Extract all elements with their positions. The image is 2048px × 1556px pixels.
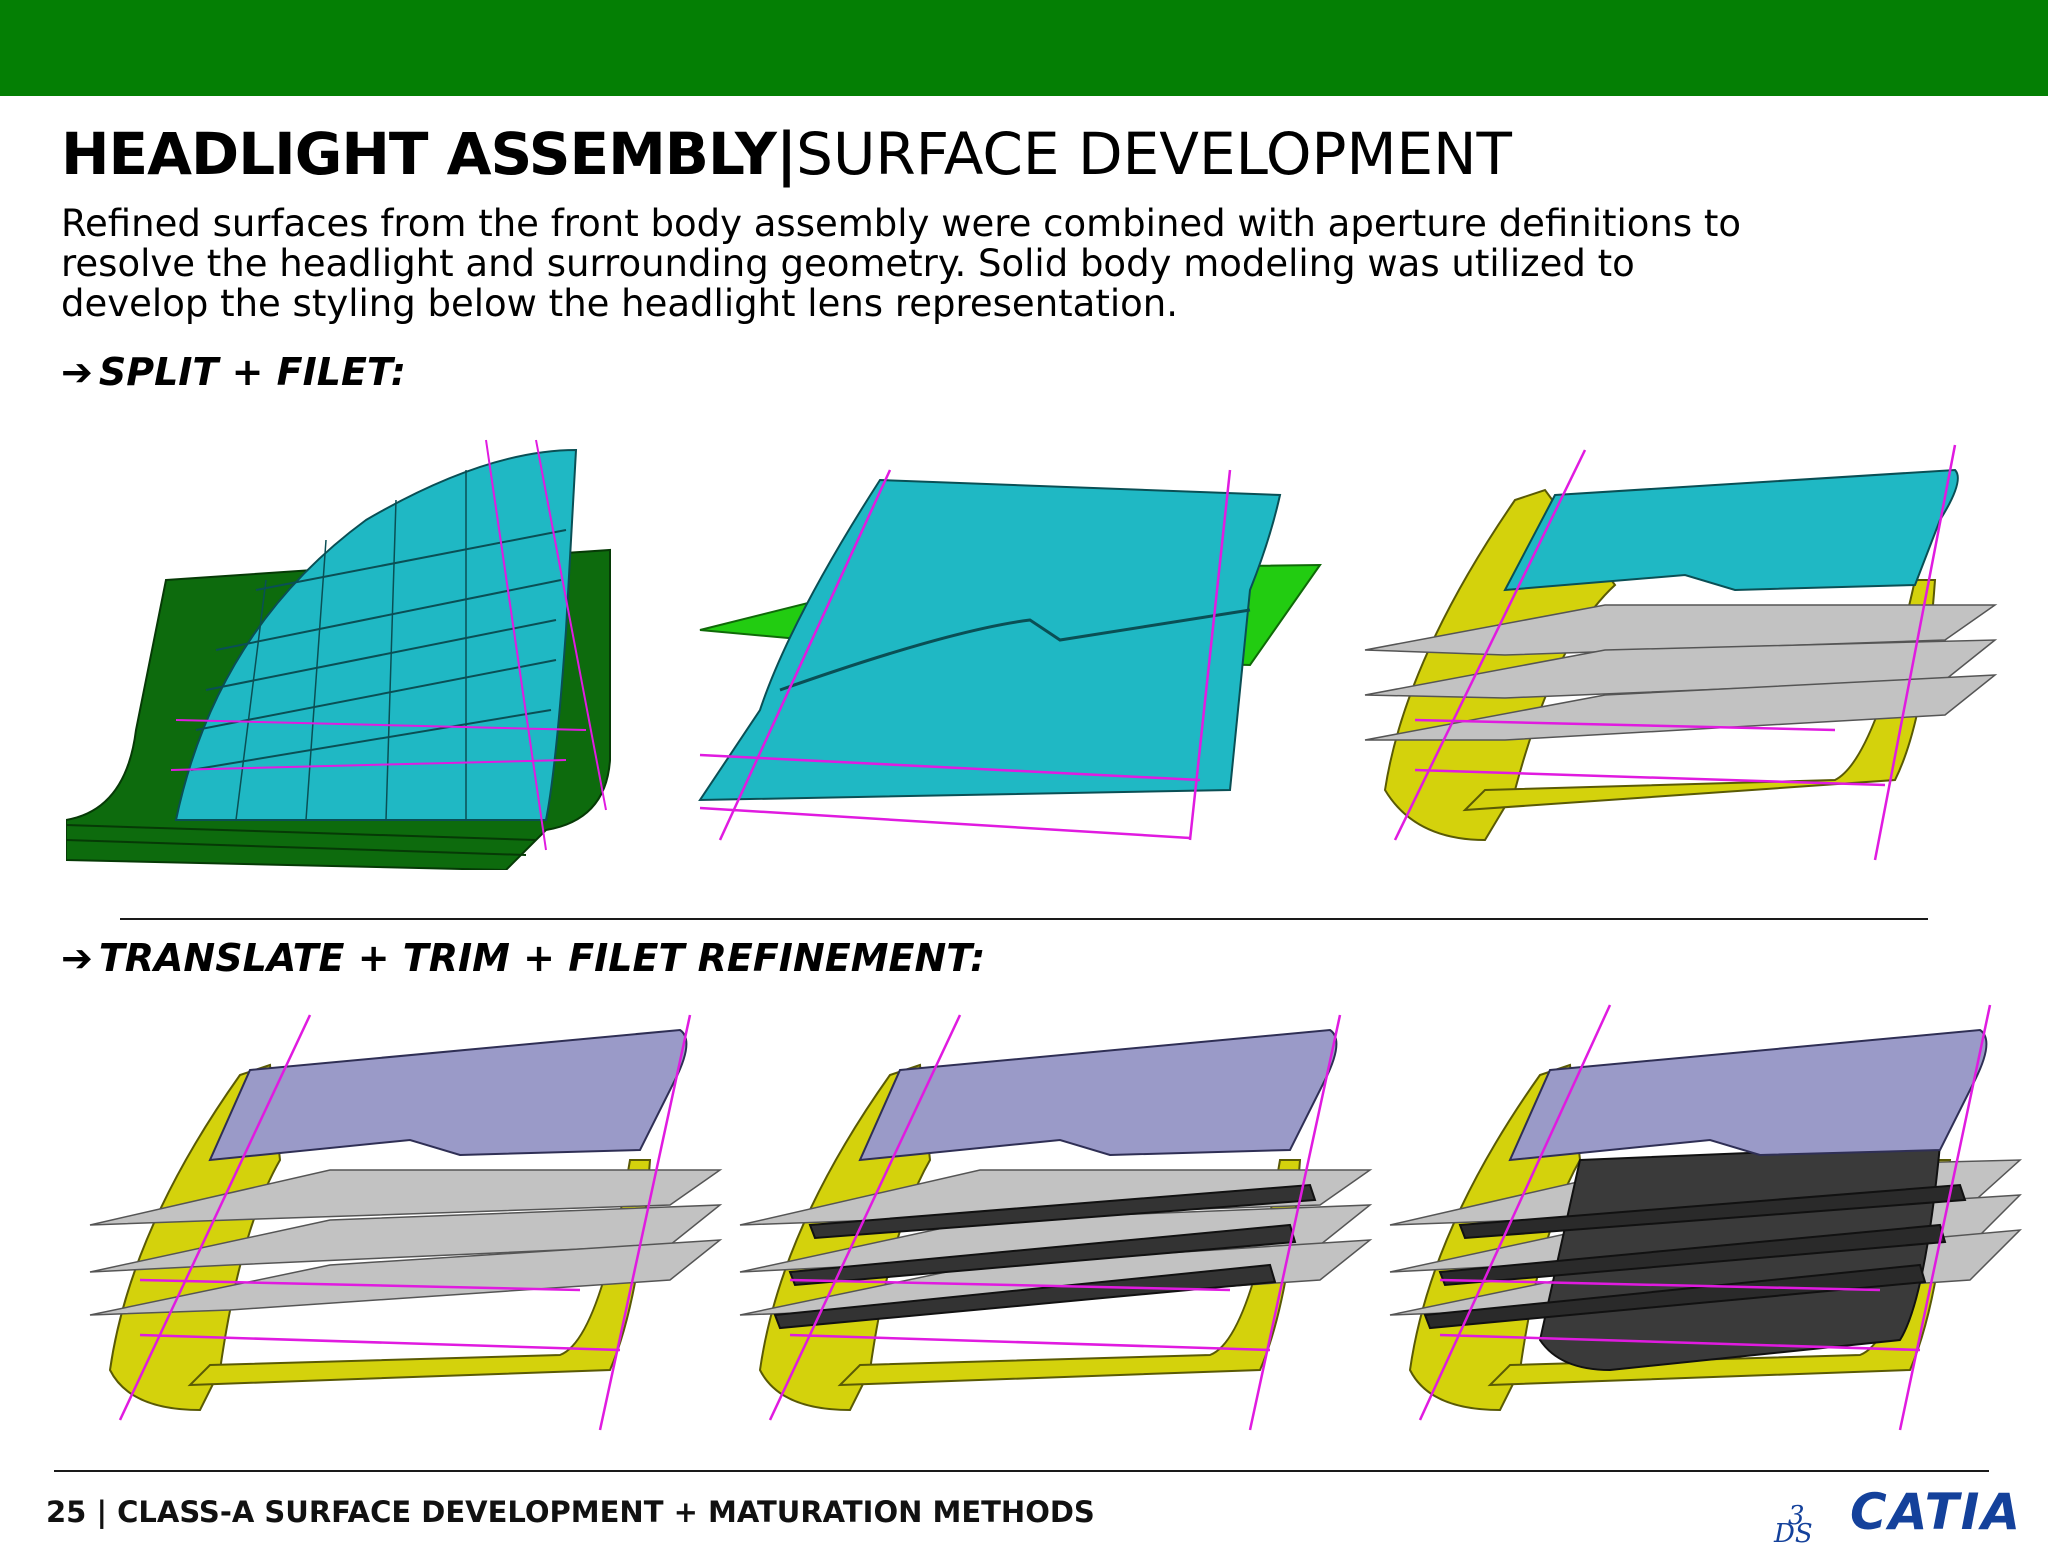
figure-refinement-3 bbox=[1380, 1000, 2030, 1440]
title-separator: | bbox=[775, 120, 797, 188]
description-paragraph: Refined surfaces from the front body ass… bbox=[61, 202, 1742, 325]
section-label-text: SPLIT + FILET: bbox=[98, 350, 406, 394]
title-bold: HEADLIGHT ASSEMBLY bbox=[61, 120, 777, 188]
logo-mark-ds: DS bbox=[1773, 1519, 1813, 1549]
figure-bezel-planes bbox=[1355, 440, 2005, 870]
figure-refinement-2 bbox=[730, 1010, 1380, 1440]
section-label-split-filet: ➔SPLIT + FILET: bbox=[61, 348, 406, 396]
title-light: SURFACE DEVELOPMENT bbox=[796, 120, 1512, 188]
section-label-text: TRANSLATE + TRIM + FILET REFINEMENT: bbox=[98, 936, 986, 980]
arrow-right-icon: ➔ bbox=[61, 936, 93, 980]
section-label-translate-trim-filet: ➔TRANSLATE + TRIM + FILET REFINEMENT: bbox=[61, 934, 985, 982]
catia-logo: 3 DS bbox=[1773, 1501, 1813, 1549]
figure-split-surfaces bbox=[690, 460, 1330, 860]
footer-divider bbox=[54, 1470, 1989, 1472]
logo-text: CATIA bbox=[1850, 1483, 2023, 1541]
page-title: HEADLIGHT ASSEMBLY|SURFACE DEVELOPMENT bbox=[61, 118, 1512, 190]
arrow-right-icon: ➔ bbox=[61, 350, 93, 394]
section-divider bbox=[120, 918, 1928, 920]
logo-mark: 3 bbox=[1788, 1501, 1805, 1531]
footer-text: 25 | CLASS-A SURFACE DEVELOPMENT + MATUR… bbox=[46, 1495, 1095, 1529]
figure-refinement-1 bbox=[80, 1010, 730, 1440]
header-bar bbox=[0, 0, 2048, 96]
figure-headlight-body bbox=[66, 430, 626, 870]
